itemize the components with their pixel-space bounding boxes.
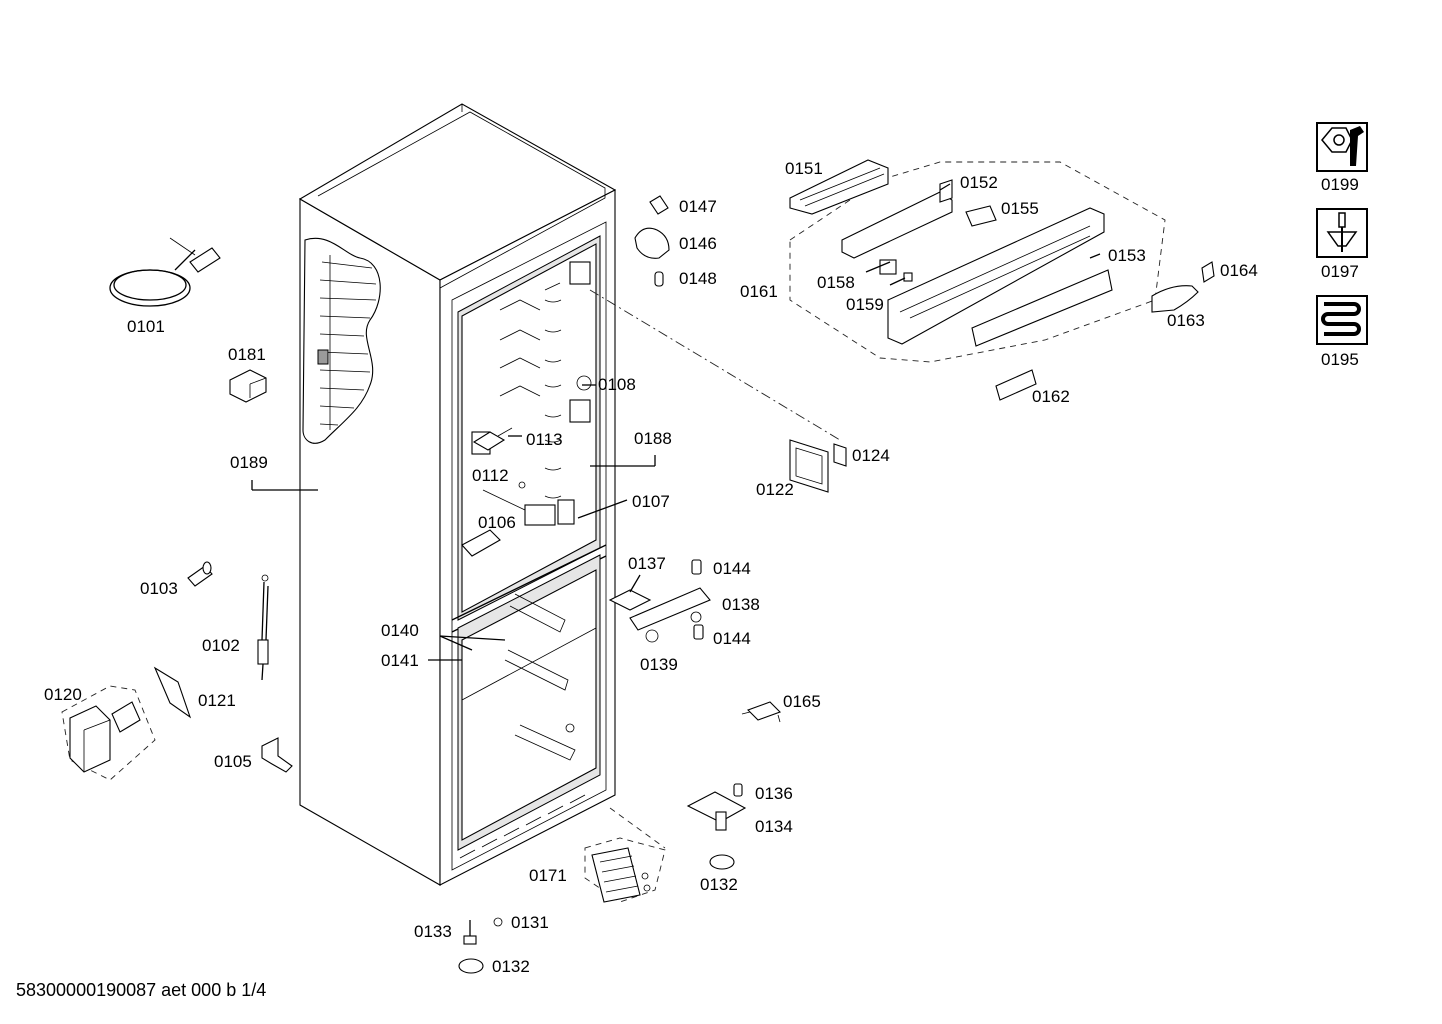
part-label: 0161 bbox=[740, 282, 778, 301]
part-label: 0124 bbox=[852, 446, 890, 465]
part-label: 0199 bbox=[1321, 175, 1359, 194]
part-label: 0112 bbox=[472, 466, 509, 485]
door-hinge-bottom bbox=[458, 783, 747, 974]
part-label: 0105 bbox=[214, 752, 252, 771]
part-label: 0132 bbox=[700, 875, 738, 894]
sensor-probe-0102 bbox=[257, 574, 269, 681]
part-label: 0139 bbox=[640, 655, 678, 674]
part-label: 0148 bbox=[679, 269, 717, 288]
part-label: 0103 bbox=[140, 579, 178, 598]
fan-parts-0112 bbox=[472, 431, 526, 511]
part-label: 0101 bbox=[127, 317, 165, 336]
part-label: 0189 bbox=[230, 453, 268, 472]
fridge-cabinet bbox=[298, 103, 617, 886]
part-label: 0134 bbox=[755, 817, 793, 836]
light-cover-0122 bbox=[789, 439, 847, 493]
part-label: 0138 bbox=[722, 595, 760, 614]
control-panel-assembly bbox=[789, 159, 1166, 401]
part-label: 0132 bbox=[492, 957, 530, 976]
wrench-nut-icon bbox=[1316, 122, 1368, 172]
part-label: 0164 bbox=[1220, 261, 1258, 280]
part-label: 0122 bbox=[756, 480, 794, 499]
part-label: 0195 bbox=[1321, 350, 1359, 369]
part-label: 0152 bbox=[960, 173, 998, 192]
switch-0165 bbox=[741, 701, 781, 723]
part-label: 0141 bbox=[381, 651, 419, 670]
part-label: 0120 bbox=[44, 685, 82, 704]
part-label: 0113 bbox=[526, 430, 563, 449]
part-label: 0171 bbox=[529, 866, 567, 885]
part-label: 0107 bbox=[632, 492, 670, 511]
part-label: 0155 bbox=[1001, 199, 1039, 218]
screwdriver-icon bbox=[1316, 208, 1368, 258]
part-label: 0144 bbox=[713, 629, 751, 648]
part-label: 0151 bbox=[785, 159, 823, 178]
part-label: 0181 bbox=[228, 345, 266, 364]
part-label: 0121 bbox=[198, 691, 236, 710]
part-label: 0137 bbox=[628, 554, 666, 573]
part-label: 0158 bbox=[817, 273, 855, 292]
part-label: 0197 bbox=[1321, 262, 1359, 281]
part-label: 0146 bbox=[679, 234, 717, 253]
document-reference: 58300000190087 aet 000 b 1/4 bbox=[16, 980, 267, 1000]
small-block-0181 bbox=[229, 369, 267, 403]
part-label: 0140 bbox=[381, 621, 419, 640]
part-label: 0188 bbox=[634, 429, 672, 448]
part-label: 0162 bbox=[1032, 387, 1070, 406]
part-label: 0108 bbox=[598, 375, 636, 394]
part-label: 0147 bbox=[679, 197, 717, 216]
lamp-parts-0163 bbox=[1151, 261, 1215, 313]
part-label: 0133 bbox=[414, 922, 452, 941]
leader-lines bbox=[251, 183, 1101, 849]
grille-0171 bbox=[584, 837, 666, 903]
part-label: 0159 bbox=[846, 295, 884, 314]
bracket-0105 bbox=[261, 737, 293, 773]
part-label: 0131 bbox=[511, 913, 549, 932]
part-number-labels: 0101 0181 0189 0103 0102 0120 0121 0105 … bbox=[44, 159, 1359, 976]
part-label: 0163 bbox=[1167, 311, 1205, 330]
module-0120 bbox=[61, 685, 156, 781]
power-cord bbox=[109, 237, 221, 307]
cylinder-part-0103 bbox=[187, 561, 213, 587]
heating-coil-icon bbox=[1316, 295, 1368, 345]
hinge-parts bbox=[608, 195, 711, 643]
part-label: 0102 bbox=[202, 636, 240, 655]
plate-0121 bbox=[153, 666, 192, 719]
part-label: 0153 bbox=[1108, 246, 1146, 265]
part-label: 0144 bbox=[713, 559, 751, 578]
part-label: 0136 bbox=[755, 784, 793, 803]
part-label: 0106 bbox=[478, 513, 516, 532]
part-label: 0165 bbox=[783, 692, 821, 711]
